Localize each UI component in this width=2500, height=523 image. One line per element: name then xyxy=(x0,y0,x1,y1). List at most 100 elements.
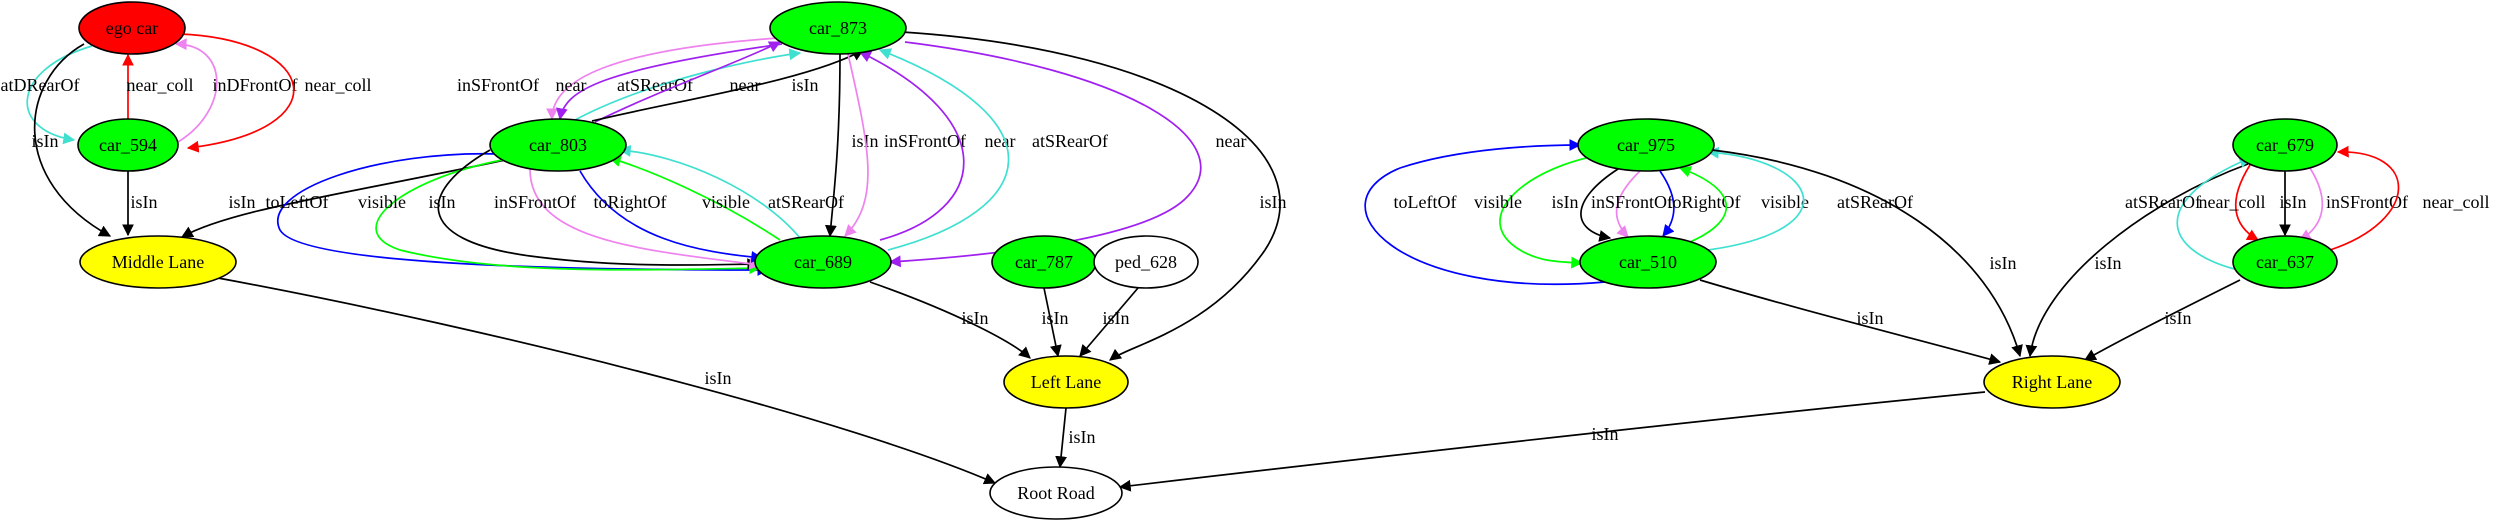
edge-label: isIn xyxy=(1857,308,1884,328)
edge-label: inSFrontOf xyxy=(457,75,539,95)
edge-label: near xyxy=(1216,131,1247,151)
edge-line xyxy=(608,155,781,241)
edge-car_689-visible-car_803: visible xyxy=(608,155,781,241)
edge-label: inSFrontOf xyxy=(1591,192,1673,212)
edge-line xyxy=(375,159,762,275)
edge-car_510-visible-car_975: visible xyxy=(1678,166,1809,243)
edge-line xyxy=(844,53,869,237)
edge-label: visible xyxy=(358,192,406,212)
edge-line xyxy=(546,37,779,121)
edge-label: atSRearOf xyxy=(1837,192,1913,212)
edge-car_679-isIn-right_lane: isIn xyxy=(2025,163,2249,358)
edge-car_510-toLeftOf-car_975: toLeftOf xyxy=(1364,139,1606,286)
edge-line xyxy=(824,53,841,238)
edge-label: isIn xyxy=(2280,192,2307,212)
edge-line xyxy=(2298,167,2324,241)
edge-car_637-atSRearOf-car_679: atSRearOf xyxy=(2125,156,2252,271)
node-label: car_975 xyxy=(1617,135,1675,155)
node-label: ego car xyxy=(106,18,158,38)
edge-label: near_coll xyxy=(2423,192,2490,212)
edge-car_873-isIn-left_lane: isIn xyxy=(901,31,1287,361)
edge-car_510-atSRearOf-car_975: atSRearOf xyxy=(1706,146,1913,251)
node-car-803: car_803 xyxy=(489,118,627,172)
edge-line xyxy=(2329,145,2400,251)
node-ellipse xyxy=(77,118,179,172)
edge-line xyxy=(1711,149,2023,358)
edge-label: isIn xyxy=(962,308,989,328)
edge-left_lane-isIn-root_road: isIn xyxy=(1055,407,1096,469)
edge-label: isIn xyxy=(1592,424,1619,444)
node-car-510: car_510 xyxy=(1579,235,1717,289)
edge-label: near_coll xyxy=(2199,192,2266,212)
edge-car_803-visible-car_689: visible xyxy=(358,159,762,275)
edge-label: isIn xyxy=(2095,253,2122,273)
edge-line xyxy=(1659,170,1675,237)
edge-label: near xyxy=(556,75,587,95)
edge-car_975-isIn-car_510: isIn xyxy=(1552,168,1619,242)
edge-label: isIn xyxy=(1103,308,1130,328)
node-root-road: Root Road xyxy=(989,466,1123,520)
edge-car_803-atSRearOf-car_873: atSRearOf xyxy=(574,48,802,121)
node-label: car_787 xyxy=(1015,252,1073,272)
edge-line xyxy=(33,43,112,237)
node-ellipse xyxy=(769,1,907,55)
node-car-873: car_873 xyxy=(769,1,907,55)
edge-car_510-isIn-right_lane: isIn xyxy=(1699,279,2002,365)
edge-label: inDFrontOf xyxy=(213,75,298,95)
edge-car_594-inDFrontOf-ego: inDFrontOf xyxy=(174,38,298,143)
edge-label: isIn xyxy=(429,192,456,212)
node-middle-lane: Middle Lane xyxy=(79,235,237,289)
edge-car_637-near_coll-car_679: near_coll xyxy=(2329,145,2490,251)
node-ellipse xyxy=(1093,235,1199,289)
edge-label: atDRearOf xyxy=(1,75,80,95)
edge-label: near xyxy=(985,131,1016,151)
edge-label: toLeftOf xyxy=(266,192,329,212)
edge-label: isIn xyxy=(1042,308,1069,328)
node-label: car_510 xyxy=(1619,252,1677,272)
edge-line xyxy=(901,31,1281,361)
node-ellipse xyxy=(754,235,892,289)
node-label: Right Lane xyxy=(2012,372,2092,392)
edge-car_679-near_coll-car_637: near_coll xyxy=(2199,164,2266,241)
edge-car_689-isIn-left_lane: isIn xyxy=(869,281,1031,359)
edge-car_679-inSFrontOf-car_637: inSFrontOf xyxy=(2298,167,2408,241)
edge-car_803-toLeftOf-car_689: toLeftOf xyxy=(266,152,770,276)
edge-line xyxy=(2234,164,2260,241)
edge-label: inSFrontOf xyxy=(884,131,966,151)
edge-line xyxy=(1079,287,1139,357)
node-car-787: car_787 xyxy=(991,235,1097,289)
edge-line xyxy=(1699,279,2002,365)
node-car-689: car_689 xyxy=(754,235,892,289)
edge-car_803-toRightOf-car_689: toRightOf xyxy=(579,170,764,263)
edge-car_873-near-car_689: near xyxy=(888,41,1247,268)
edge-label: isIn xyxy=(131,192,158,212)
edge-line xyxy=(437,149,760,271)
edge-line xyxy=(1043,287,1062,358)
edge-label: atSRearOf xyxy=(768,192,844,212)
node-ped-628: ped_628 xyxy=(1093,235,1199,289)
node-ellipse xyxy=(2232,235,2338,289)
node-ego: ego car xyxy=(78,1,186,55)
edge-car_873-near-car_803: near xyxy=(556,43,783,121)
node-car-594: car_594 xyxy=(77,118,179,172)
edge-label: visible xyxy=(1761,192,1809,212)
edge-label: atSRearOf xyxy=(2125,192,2201,212)
edge-car_873-inSFrontOf-car_689: inSFrontOf xyxy=(844,53,966,237)
edge-line xyxy=(529,168,762,270)
node-ellipse xyxy=(2232,118,2338,172)
edge-label: toLeftOf xyxy=(1394,192,1457,212)
edge-line xyxy=(1118,391,1986,492)
edge-line xyxy=(869,281,1031,359)
edge-middle_lane-isIn-root_road: isIn xyxy=(217,277,997,485)
edge-line xyxy=(594,41,782,123)
node-ellipse xyxy=(489,118,627,172)
node-label: Left Lane xyxy=(1031,372,1101,392)
edge-label: isIn xyxy=(1552,192,1579,212)
node-label: Root Road xyxy=(1017,483,1095,503)
edge-label: isIn xyxy=(705,368,732,388)
node-layer: ego car car_594 car_873 car_803 car_689 car_7… xyxy=(77,1,2338,520)
edge-line xyxy=(579,170,764,263)
edge-line xyxy=(1499,154,1601,269)
edge-label: isIn xyxy=(792,75,819,95)
